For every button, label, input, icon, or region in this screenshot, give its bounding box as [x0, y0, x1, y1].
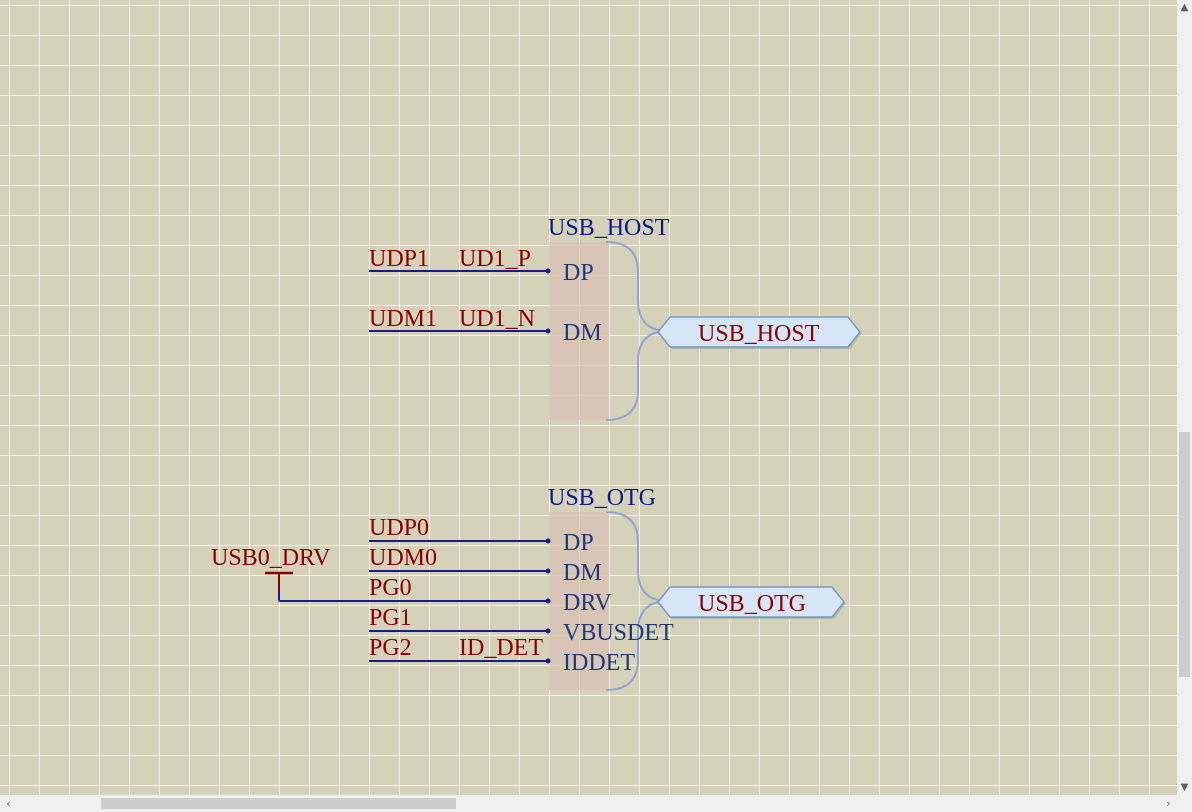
harness-entry-dot	[545, 268, 551, 274]
net-label-udp0[interactable]: UDP0	[369, 515, 429, 541]
harness-entry-dp[interactable]: DP	[563, 530, 594, 556]
net-label-pg1[interactable]: PG1	[369, 605, 412, 631]
harness-usb-otg[interactable]: USB_OTG UDP0 DP UDM0 DM PG0 DRV USB0_DRV	[211, 485, 674, 691]
port-label: USB_HOST	[698, 321, 820, 347]
net-label-udm0[interactable]: UDM0	[369, 545, 437, 571]
net-port-usb0-drv[interactable]: USB0_DRV	[211, 545, 331, 590]
harness-entry-dot	[545, 538, 551, 544]
scroll-down-icon[interactable]: ▼	[1180, 782, 1189, 793]
net-label-usb0-drv[interactable]: USB0_DRV	[211, 545, 331, 571]
net-label-udm1[interactable]: UDM1	[369, 306, 437, 332]
harness-entry-dp[interactable]: DP	[563, 260, 594, 286]
port-usb-otg[interactable]: USB_OTG	[657, 586, 846, 619]
harness-entry-dot	[545, 658, 551, 664]
harness-entry-dot	[545, 328, 551, 334]
schematic-sheet[interactable]: USB_HOST UDP1 UD1_P DP UDM1 UD1_N DM USB…	[0, 0, 1177, 795]
harness-entry-dm[interactable]: DM	[563, 320, 602, 346]
scroll-up-icon[interactable]: ▲	[1180, 2, 1189, 13]
scroll-right-icon[interactable]: ›	[1166, 797, 1171, 810]
horizontal-scrollbar[interactable]: ‹ ›	[0, 795, 1177, 812]
net-label-pg0[interactable]: PG0	[369, 575, 412, 601]
horizontal-scroll-thumb[interactable]	[101, 798, 456, 809]
harness-entry-iddet[interactable]: IDDET	[563, 650, 635, 676]
net-label-pg2[interactable]: PG2	[369, 635, 412, 661]
net-label-ud1-p[interactable]: UD1_P	[459, 246, 531, 272]
net-label-ud1-n[interactable]: UD1_N	[459, 306, 535, 332]
harness-title: USB_OTG	[548, 485, 656, 511]
vertical-scrollbar[interactable]: ▲ ▼	[1177, 0, 1192, 795]
vertical-scroll-thumb[interactable]	[1179, 432, 1190, 677]
harness-entry-dot	[545, 598, 551, 604]
harness-entry-dm[interactable]: DM	[563, 560, 602, 586]
scrollbar-corner	[1177, 795, 1192, 812]
port-label: USB_OTG	[698, 591, 806, 617]
port-usb-host[interactable]: USB_HOST	[657, 316, 862, 349]
port-shape	[657, 586, 845, 618]
schematic-canvas[interactable]: USB_HOST UDP1 UD1_P DP UDM1 UD1_N DM USB…	[0, 0, 1177, 795]
harness-entry-dot	[545, 628, 551, 634]
port-shape	[657, 316, 861, 348]
harness-entry-drv[interactable]: DRV	[563, 590, 612, 616]
net-label-id-det[interactable]: ID_DET	[459, 635, 543, 661]
harness-title: USB_HOST	[548, 215, 670, 241]
harness-body	[549, 242, 609, 420]
harness-entry-dot	[545, 568, 551, 574]
scroll-left-icon[interactable]: ‹	[6, 797, 11, 810]
net-label-udp1[interactable]: UDP1	[369, 246, 429, 272]
harness-body	[549, 512, 609, 690]
harness-entry-vbusdet[interactable]: VBUSDET	[563, 620, 674, 646]
harness-usb-host[interactable]: USB_HOST UDP1 UD1_P DP UDM1 UD1_N DM	[369, 215, 670, 421]
